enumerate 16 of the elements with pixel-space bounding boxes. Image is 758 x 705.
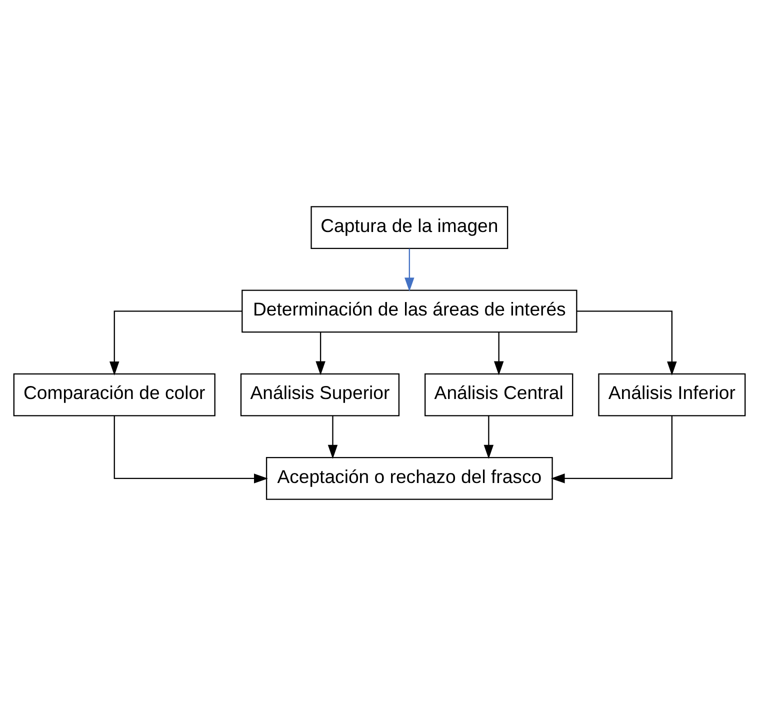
arrow — [550, 415, 672, 483]
arrow — [315, 332, 325, 375]
arrow — [404, 248, 414, 292]
node-box: Análisis Superior — [240, 372, 400, 416]
node-box: Análisis Central — [424, 372, 573, 416]
arrow — [493, 332, 504, 375]
arrow — [109, 310, 242, 375]
node-box: Aceptación o rechazo del frasco — [265, 456, 552, 500]
arrow — [327, 415, 338, 458]
node-box: Análisis Inferior — [598, 372, 746, 416]
node-box: Captura de la imagen — [310, 206, 508, 249]
node-box: Comparación de color — [12, 372, 215, 416]
arrow — [576, 310, 676, 375]
arrow — [113, 415, 268, 483]
node-box: Determinación de las áreas de interés — [241, 289, 577, 332]
arrow — [483, 415, 494, 458]
